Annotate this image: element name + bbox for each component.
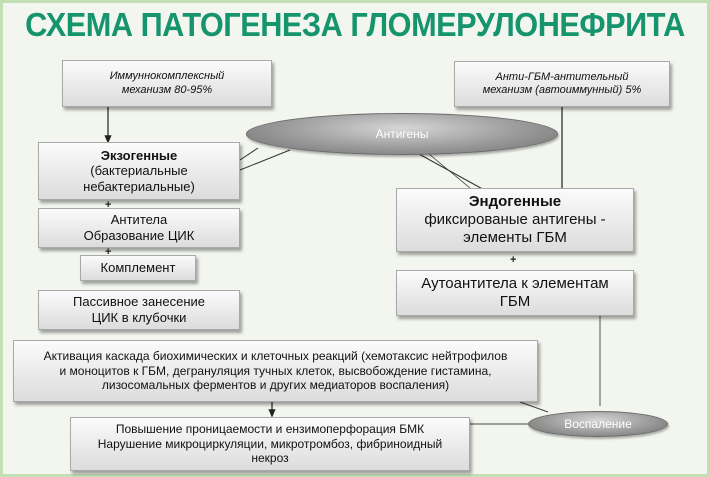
antibodies-line1: Антитела (110, 212, 168, 228)
exogenous-line1: Экзогенные (100, 147, 178, 163)
autoantibodies-line2: ГБМ (499, 293, 531, 310)
antibodies-line2: Образование ЦИК (83, 228, 195, 243)
plus-sign-2: + (105, 246, 112, 258)
complement-label: Комплемент (100, 260, 176, 276)
exogenous-box: Экзогенные (бактериальные небактериальны… (38, 142, 240, 200)
anti-gbm-line1: Анти-ГБМ-антительный (495, 70, 629, 83)
plus-sign-3: + (510, 254, 517, 266)
inflammation-ellipse: Воспаление (528, 411, 668, 437)
antibodies-box: Антитела Образование ЦИК (38, 208, 240, 248)
immune-complex-box: Иммуннокомплексный механизм 80-95% (62, 60, 272, 107)
activation-line2: и моноцитов к ГБМ, дегрануляция тучных к… (59, 363, 492, 378)
plus-sign-1: + (105, 199, 112, 211)
immune-complex-line1: Иммуннокомплексный (109, 70, 225, 83)
anti-gbm-line2: механизм (автоиммунный) 5% (482, 84, 642, 96)
activation-box: Активация каскада биохимических и клеточ… (13, 340, 538, 402)
diagram-title: СХЕМА ПАТОГЕНЕЗА ГЛОМЕРУЛОНЕФРИТА (25, 6, 685, 43)
anti-gbm-box: Анти-ГБМ-антительный механизм (автоиммун… (454, 61, 670, 107)
passive-line1: Пассивное занесение (73, 294, 205, 310)
line-inflammation-to-activation (519, 401, 549, 413)
immune-complex-line2: механизм 80-95% (121, 83, 213, 96)
line-antigens-to-exogenous (239, 147, 259, 161)
permeability-line2: Нарушение микроциркуляции, микротромбоз,… (97, 436, 443, 451)
antigens-label: Антигены (375, 127, 429, 141)
exogenous-line2: (бактериальные (90, 163, 188, 179)
passive-line2: ЦИК в клубочки (91, 310, 187, 325)
antigens-ellipse: Антигены (246, 113, 558, 155)
activation-line3: лизосомальных ферментов и других медиато… (101, 378, 450, 393)
exogenous-line3: небактериальные) (83, 178, 195, 194)
endogenous-line2: фиксированые антигены - (424, 211, 606, 228)
endogenous-box: Эндогенные фиксированые антигены - элеме… (396, 188, 634, 252)
autoantibodies-line1: Аутоантитела к элементам (421, 275, 609, 292)
endogenous-line1: Эндогенные (468, 193, 562, 210)
complement-box: Комплемент (80, 255, 196, 281)
activation-line1: Активация каскада биохимических и клеточ… (43, 349, 508, 364)
endogenous-line3: элементы ГБМ (463, 229, 567, 246)
permeability-box: Повышение проницаемости и ензимоперфорац… (70, 417, 470, 471)
line-exogenous-to-endogenous-link (239, 149, 291, 171)
permeability-line3: некроз (251, 451, 289, 466)
inflammation-label: Воспаление (564, 417, 632, 431)
autoantibodies-box: Аутоантитела к элементам ГБМ (396, 270, 634, 316)
passive-box: Пассивное занесение ЦИК в клубочки (38, 290, 240, 330)
permeability-line1: Повышение проницаемости и ензимоперфорац… (115, 422, 425, 437)
